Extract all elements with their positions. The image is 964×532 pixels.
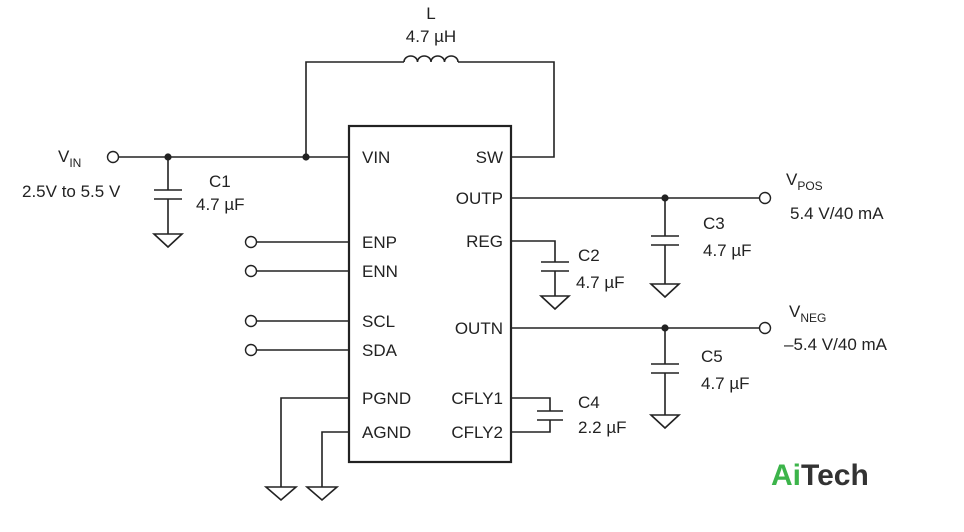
vneg-terminal[interactable] — [758, 321, 772, 335]
c5-capacitor — [648, 328, 682, 430]
c5-ref: C5 — [701, 347, 723, 366]
aitech-logo: AiTech — [771, 459, 869, 492]
vin-range: 2.5V to 5.5 V — [22, 182, 121, 201]
pgnd-ground — [263, 397, 349, 502]
inductor-wire — [305, 61, 555, 158]
vpos-label: VPOS — [786, 170, 823, 193]
pin-enn: ENN — [362, 262, 398, 281]
c4-capacitor — [511, 397, 563, 433]
inductor-coil — [403, 55, 459, 63]
inductor-value: 4.7 µH — [406, 27, 456, 46]
c1-ref: C1 — [209, 172, 231, 191]
pin-outp: OUTP — [456, 189, 503, 208]
c1-capacitor — [151, 157, 185, 249]
vin-terminal[interactable] — [106, 150, 120, 164]
pin-cfly2: CFLY2 — [451, 423, 503, 442]
pin-vin: VIN — [362, 148, 390, 167]
c2-capacitor — [511, 240, 572, 311]
vin-junction-inductor — [302, 153, 310, 161]
pin-cfly1: CFLY1 — [451, 389, 503, 408]
pin-enp: ENP — [362, 233, 397, 252]
enp-terminal[interactable] — [244, 235, 258, 249]
scl-terminal[interactable] — [244, 314, 258, 328]
c5-value: 4.7 µF — [701, 374, 750, 393]
inductor-ref: L — [426, 4, 435, 23]
sda-terminal[interactable] — [244, 343, 258, 357]
vin-label: VIN — [58, 147, 81, 170]
c3-capacitor — [648, 198, 682, 299]
pin-agnd: AGND — [362, 423, 411, 442]
c3-ref: C3 — [703, 214, 725, 233]
pin-scl: SCL — [362, 312, 395, 331]
enn-terminal[interactable] — [244, 264, 258, 278]
c4-ref: C4 — [578, 393, 600, 412]
pin-sda: SDA — [362, 341, 398, 360]
c2-value: 4.7 µF — [576, 273, 625, 292]
pin-outn: OUTN — [455, 319, 503, 338]
c4-value: 2.2 µF — [578, 418, 627, 437]
pin-pgnd: PGND — [362, 389, 411, 408]
ic-body — [347, 124, 513, 464]
vneg-rating: –5.4 V/40 mA — [784, 335, 888, 354]
c1-value: 4.7 µF — [196, 195, 245, 214]
pin-reg: REG — [466, 232, 503, 251]
vpos-rating: 5.4 V/40 mA — [790, 204, 884, 223]
pin-sw: SW — [476, 148, 503, 167]
vneg-label: VNEG — [789, 302, 826, 325]
vpos-terminal[interactable] — [758, 191, 772, 205]
agnd-ground — [304, 431, 349, 502]
c2-ref: C2 — [578, 246, 600, 265]
c3-value: 4.7 µF — [703, 241, 752, 260]
